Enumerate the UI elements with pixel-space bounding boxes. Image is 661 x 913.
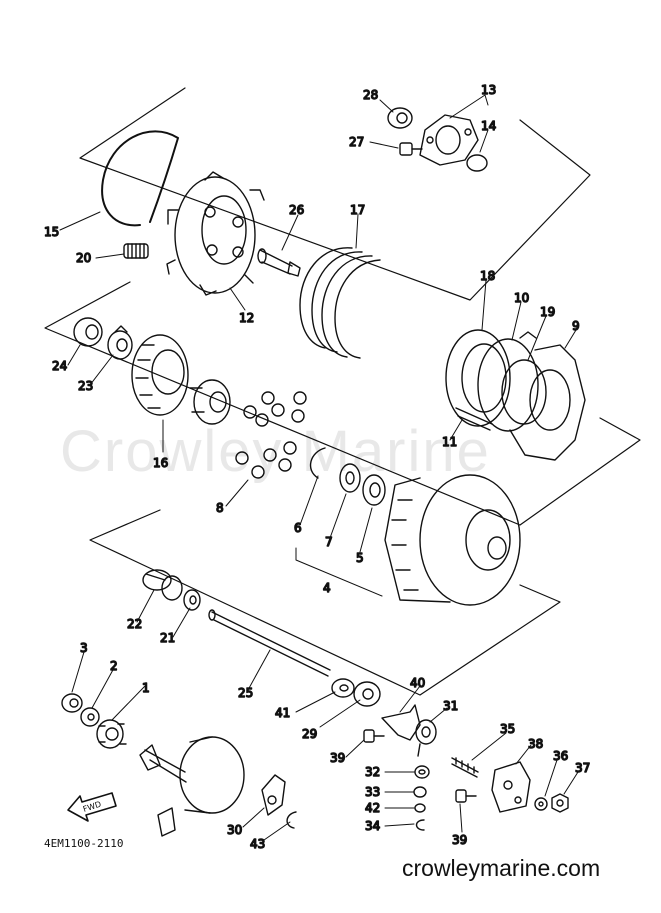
- nut-24: [73, 317, 103, 347]
- thrust-washer-5: [362, 474, 386, 506]
- callout-21: 21: [160, 631, 175, 645]
- bracket-38: [491, 761, 531, 813]
- callout-5: 5: [356, 551, 364, 565]
- lower-group-panel: [89, 509, 561, 696]
- push-rod-25: [208, 609, 331, 677]
- callout-32: 32: [365, 765, 380, 779]
- callout-28: 28: [363, 88, 378, 102]
- cam-plate-9: [509, 344, 586, 461]
- drawing-code: 4EM1100-2110: [44, 837, 124, 850]
- callout-7: 7: [325, 535, 333, 549]
- callout-10: 10: [514, 291, 529, 305]
- bracket-40: [381, 704, 421, 741]
- gear-1: [96, 719, 127, 749]
- screw-39a: [363, 729, 385, 743]
- callout-37: 37: [575, 761, 590, 775]
- callout-36: 36: [553, 749, 568, 763]
- clutch-plates-17: [299, 247, 381, 359]
- ball-bearing-22: [142, 569, 183, 601]
- circlip-6: [309, 447, 326, 479]
- callout-2: 2: [110, 659, 118, 673]
- callout-24: 24: [52, 359, 67, 373]
- callout-labels: 28 13 14 27 15 20 12 26 17 18 10 19 9 11…: [43, 82, 591, 851]
- thrust-washer-7: [339, 463, 361, 493]
- snap-ring-15: [101, 130, 179, 227]
- callout-26: 26: [289, 203, 304, 217]
- clutch-housing-4: [384, 474, 521, 606]
- callout-34: 34: [365, 819, 380, 833]
- callout-19: 19: [540, 305, 555, 319]
- circlip-14: [466, 154, 488, 172]
- washer-21: [183, 589, 201, 611]
- callout-27: 27: [349, 135, 364, 149]
- callout-11: 11: [442, 435, 457, 449]
- callout-23: 23: [78, 379, 93, 393]
- callout-38: 38: [528, 737, 543, 751]
- callout-17: 17: [350, 203, 365, 217]
- lever-30: [261, 774, 286, 816]
- bolt-27: [399, 142, 423, 156]
- callout-13: 13: [481, 83, 496, 97]
- callout-14: 14: [481, 119, 496, 133]
- plate-10: [477, 331, 539, 432]
- callout-29: 29: [302, 727, 317, 741]
- callout-39a: 39: [330, 751, 345, 765]
- leader-lines: [59, 94, 579, 841]
- callout-35: 35: [500, 722, 515, 736]
- nut-3: [61, 693, 83, 713]
- stud-35: [451, 757, 479, 778]
- callout-42: 42: [365, 801, 380, 815]
- steel-balls-8: [235, 391, 307, 479]
- circlip-34: [415, 819, 425, 831]
- callout-33: 33: [365, 785, 380, 799]
- washer-42: [414, 803, 426, 813]
- callout-16: 16: [153, 456, 168, 470]
- pressure-plate-12: [166, 171, 265, 296]
- callout-20: 20: [76, 251, 91, 265]
- callout-3: 3: [80, 641, 88, 655]
- washer-2: [80, 707, 100, 727]
- push-rod-26: [257, 248, 301, 277]
- middle-group-panel: [44, 281, 641, 526]
- bearing-29: [353, 681, 381, 707]
- callout-12: 12: [239, 311, 254, 325]
- callout-15: 15: [44, 225, 59, 239]
- screw-39b: [455, 789, 477, 803]
- circlip-43: [286, 811, 297, 829]
- callout-25: 25: [238, 686, 253, 700]
- bearing-housing-13: [419, 114, 479, 166]
- spring-20: [123, 243, 149, 259]
- callout-43: 43: [250, 837, 265, 851]
- callout-39b: 39: [452, 833, 467, 847]
- fwd-arrow-icon: FWD: [67, 792, 117, 822]
- bolt-11: [455, 407, 493, 431]
- callout-8: 8: [216, 501, 224, 515]
- washer-41: [331, 678, 355, 698]
- callout-30: 30: [227, 823, 242, 837]
- callout-18: 18: [480, 269, 495, 283]
- callout-41: 41: [275, 706, 290, 720]
- lock-washer-23: [107, 325, 133, 360]
- washer-33: [413, 786, 427, 798]
- top-group-panel: [79, 87, 591, 301]
- callout-40: 40: [410, 676, 425, 690]
- clutch-boss-16: [131, 334, 231, 425]
- callout-6: 6: [294, 521, 302, 535]
- callout-31: 31: [443, 699, 458, 713]
- fitting-31: [415, 719, 437, 757]
- callout-4: 4: [323, 581, 331, 595]
- callout-1: 1: [142, 681, 150, 695]
- spring-19: [501, 359, 547, 425]
- website-credit: crowleymarine.com: [402, 855, 601, 881]
- callout-9: 9: [572, 319, 580, 333]
- washer-36: [534, 797, 548, 811]
- nut-28: [387, 107, 413, 129]
- drive-shaft-gear: [139, 736, 245, 837]
- callout-22: 22: [127, 617, 142, 631]
- nut-32: [414, 765, 430, 779]
- nut-37: [551, 793, 569, 813]
